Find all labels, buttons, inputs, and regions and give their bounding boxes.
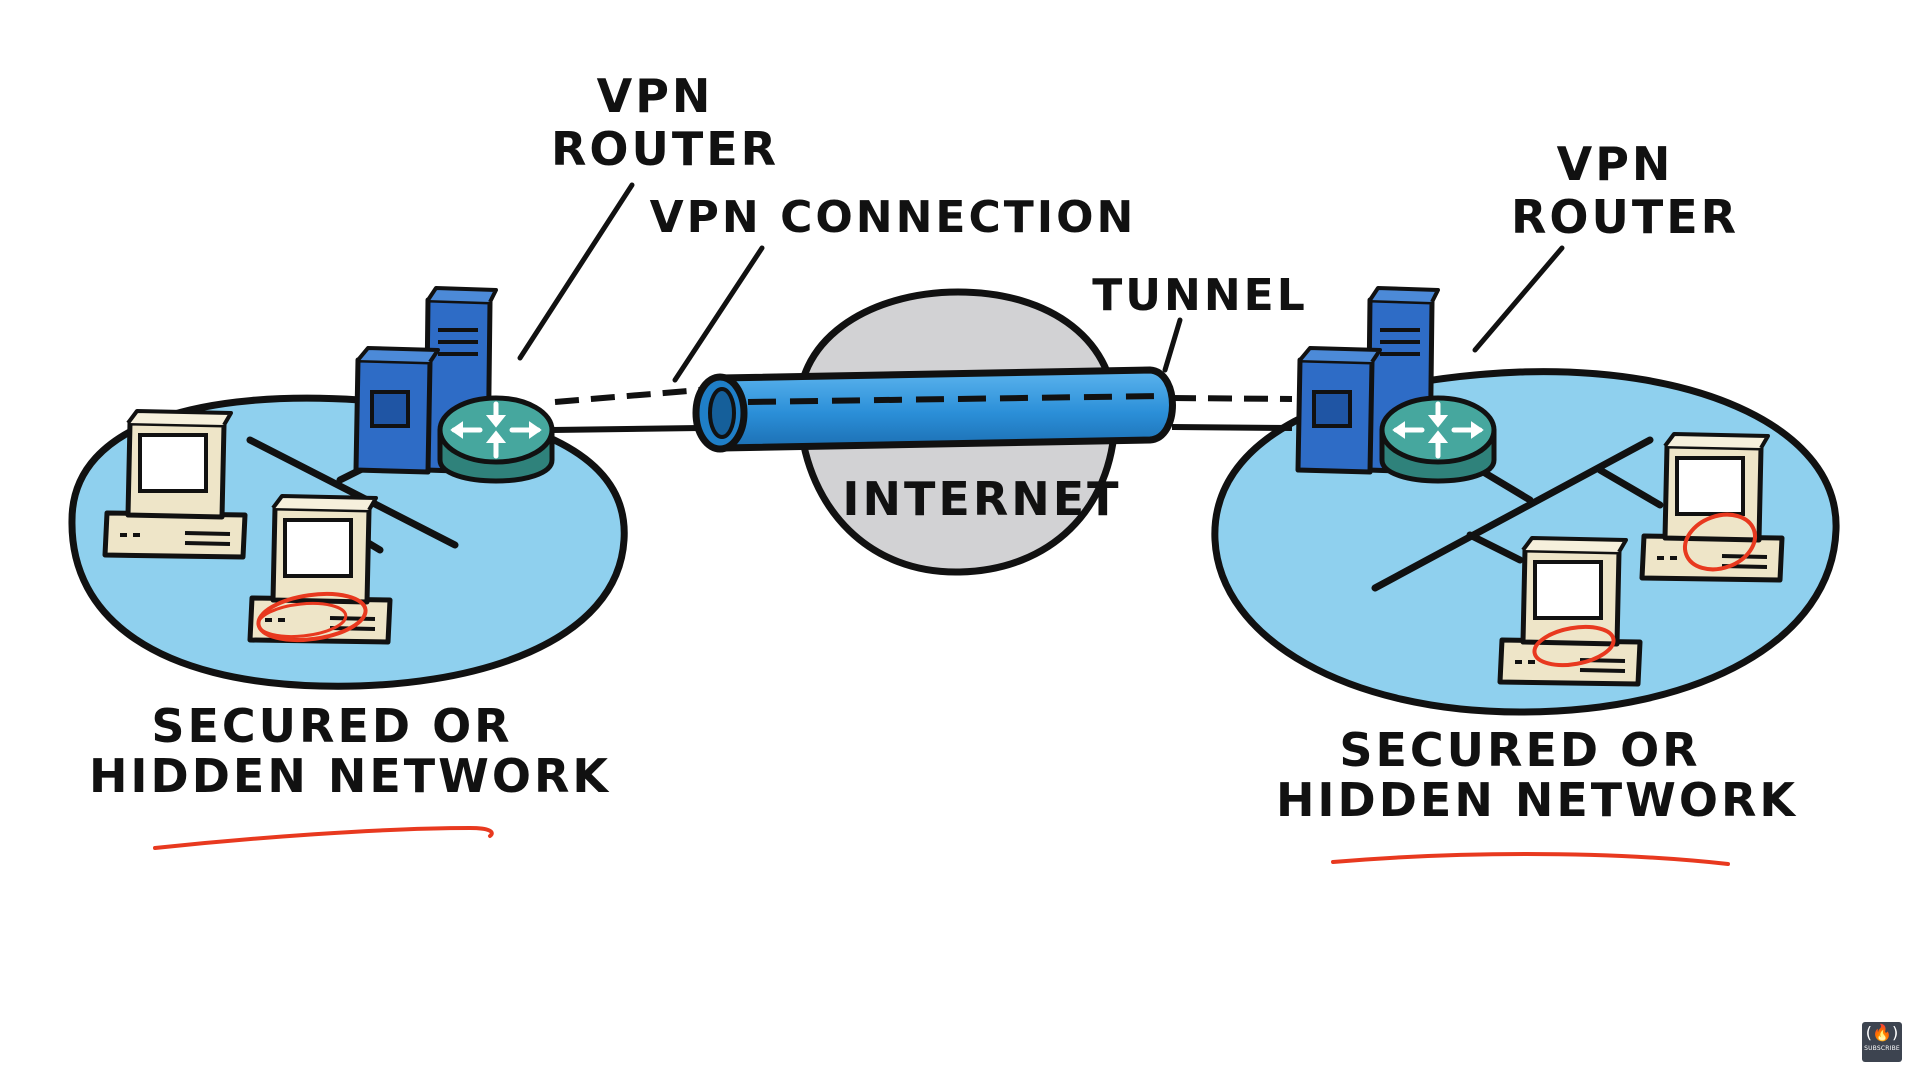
label-vpn-connection: VPN CONNECTION	[650, 192, 1137, 243]
highlight-circle	[1683, 512, 1757, 572]
right-network	[1211, 288, 1840, 716]
underline-right	[1331, 852, 1730, 866]
tunnel-pipe	[692, 366, 1176, 453]
vpn-router-icon	[356, 288, 552, 481]
label-network-left-line1: SECURED OR	[151, 699, 512, 753]
label-internet: INTERNET	[842, 472, 1121, 526]
label-tunnel: TUNNEL	[1092, 270, 1307, 321]
label-network-left-line2: HIDDEN NETWORK	[89, 749, 611, 803]
label-vpn-router-right-line1: VPN	[1557, 137, 1674, 191]
freecodecamp-flame-icon: (🔥)	[1865, 1023, 1899, 1042]
label-vpn-router-right-line2: ROUTER	[1511, 190, 1739, 244]
label-network-right-line2: HIDDEN NETWORK	[1276, 773, 1798, 827]
vpn-connection-lines	[551, 387, 1293, 433]
label-vpn-router-left-line1: VPN	[597, 69, 714, 123]
highlight-circle	[1532, 624, 1616, 668]
label-vpn-router-left-line2: ROUTER	[551, 122, 779, 176]
left-network	[68, 288, 628, 690]
subscribe-badge[interactable]: (🔥) SUBSCRIBE	[1862, 1022, 1902, 1062]
subscribe-label: SUBSCRIBE	[1864, 1045, 1900, 1052]
label-pointers	[517, 182, 1565, 383]
underline-left	[153, 825, 494, 850]
label-network-right-line1: SECURED OR	[1339, 723, 1700, 777]
